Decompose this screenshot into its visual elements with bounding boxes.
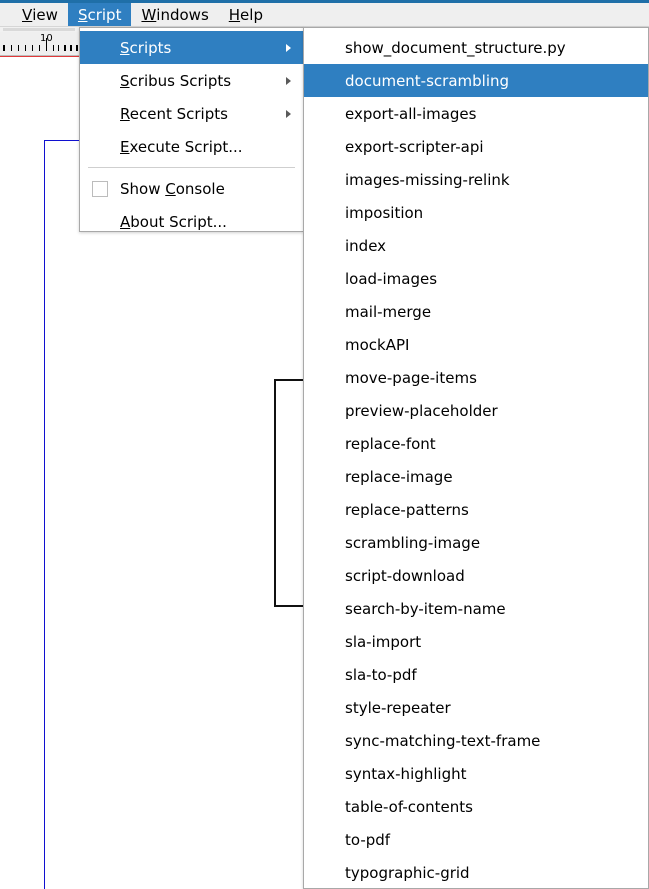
script-item-search-by-item-name[interactable]: search-by-item-name — [304, 592, 648, 625]
script-item-index[interactable]: index — [304, 229, 648, 262]
script-item-label: table-of-contents — [345, 797, 473, 816]
menu-item-about-script[interactable]: About Script... — [80, 205, 303, 238]
ruler-tick — [32, 45, 33, 51]
script-item-style-repeater[interactable]: style-repeater — [304, 691, 648, 724]
script-item-label: images-missing-relink — [345, 170, 510, 189]
menu-separator — [88, 167, 295, 168]
script-item-document-scrambling[interactable]: document-scrambling — [304, 64, 648, 97]
ruler-tick — [3, 45, 5, 51]
script-item-script-download[interactable]: script-download — [304, 559, 648, 592]
script-item-label: replace-image — [345, 467, 453, 486]
script-item-label: typographic-grid — [345, 863, 470, 882]
script-item-load-images[interactable]: load-images — [304, 262, 648, 295]
menubar-item-windows-accel: W — [141, 5, 157, 24]
script-item-label: export-scripter-api — [345, 137, 484, 156]
script-item-label: sync-matching-text-frame — [345, 731, 541, 750]
menu-item-execute-script-label: Execute Script... — [120, 137, 243, 156]
menu-item-about-script-label: About Script... — [120, 212, 227, 231]
menubar-item-view-accel: V — [22, 5, 33, 24]
script-item-sla-to-pdf[interactable]: sla-to-pdf — [304, 658, 648, 691]
script-item-label: scrambling-image — [345, 533, 481, 552]
script-item-label: preview-placeholder — [345, 401, 498, 420]
menu-item-scribus-scripts-label: Scribus Scripts — [120, 71, 232, 90]
script-item-label: sla-to-pdf — [345, 665, 417, 684]
ruler-tick — [11, 45, 12, 51]
ruler-tick — [64, 45, 66, 51]
script-menu-popup: Scripts Scribus Scripts Recent Scripts E… — [79, 27, 304, 232]
script-item-label: mockAPI — [345, 335, 410, 354]
script-item-replace-image[interactable]: replace-image — [304, 460, 648, 493]
script-item-mail-merge[interactable]: mail-merge — [304, 295, 648, 328]
script-item-sla-import[interactable]: sla-import — [304, 625, 648, 658]
ruler-tick — [25, 45, 26, 51]
script-item-scrambling-image[interactable]: scrambling-image — [304, 526, 648, 559]
ruler-tick — [53, 45, 54, 51]
script-item-label: replace-patterns — [345, 500, 469, 519]
script-item-images-missing-relink[interactable]: images-missing-relink — [304, 163, 648, 196]
show-console-checkbox[interactable] — [92, 180, 108, 197]
menubar-item-script-rest: cript — [87, 5, 122, 24]
script-item-table-of-contents[interactable]: table-of-contents — [304, 790, 648, 823]
script-item-label: mail-merge — [345, 302, 432, 321]
script-item-move-page-items[interactable]: move-page-items — [304, 361, 648, 394]
script-item-replace-patterns[interactable]: replace-patterns — [304, 493, 648, 526]
scrollbar-thumb-left[interactable] — [3, 28, 75, 31]
title-accent-bar — [0, 0, 649, 3]
chevron-right-icon — [286, 43, 291, 52]
script-item-syntax-highlight[interactable]: syntax-highlight — [304, 757, 648, 790]
script-item-label: script-download — [345, 566, 465, 585]
script-item-label: move-page-items — [345, 368, 477, 387]
script-item-label: search-by-item-name — [345, 599, 506, 618]
menu-item-recent-scripts-label: Recent Scripts — [120, 104, 228, 123]
script-item-label: replace-font — [345, 434, 436, 453]
menubar-item-help-accel: H — [228, 5, 241, 24]
menu-item-scribus-scripts[interactable]: Scribus Scripts — [80, 64, 303, 97]
menubar-item-script-accel: S — [77, 5, 88, 24]
script-item-show-document-structure-py[interactable]: show_document_structure.py — [304, 31, 648, 64]
menu-item-scripts[interactable]: Scripts — [80, 31, 303, 64]
script-item-replace-font[interactable]: replace-font — [304, 427, 648, 460]
chevron-right-icon — [286, 109, 291, 118]
menu-item-show-console-label: Show Console — [120, 179, 225, 198]
ruler-tick — [58, 45, 59, 51]
script-item-to-pdf[interactable]: to-pdf — [304, 823, 648, 856]
menubar-item-windows-rest: indows — [156, 5, 209, 24]
script-item-export-all-images[interactable]: export-all-images — [304, 97, 648, 130]
menubar-item-view-rest: iew — [32, 5, 58, 24]
script-item-sync-matching-text-frame[interactable]: sync-matching-text-frame — [304, 724, 648, 757]
scripts-submenu-popup: show_document_structure.py document-scram… — [303, 27, 649, 889]
script-item-mockapi[interactable]: mockAPI — [304, 328, 648, 361]
script-item-label: to-pdf — [345, 830, 391, 849]
menu-item-scripts-label: Scripts — [120, 38, 172, 57]
script-item-preview-placeholder[interactable]: preview-placeholder — [304, 394, 648, 427]
script-item-label: sla-import — [345, 632, 422, 651]
ruler-tick — [39, 45, 40, 51]
ruler-tick — [70, 45, 72, 51]
menu-item-recent-scripts[interactable]: Recent Scripts — [80, 97, 303, 130]
ruler-tick-major — [46, 38, 47, 51]
script-item-export-scripter-api[interactable]: export-scripter-api — [304, 130, 648, 163]
script-item-label: imposition — [345, 203, 424, 222]
script-item-label: show_document_structure.py — [345, 38, 566, 57]
script-item-label: style-repeater — [345, 698, 451, 717]
script-item-label: document-scrambling — [345, 71, 510, 90]
menubar-item-help-rest: elp — [240, 5, 263, 24]
menu-item-show-console[interactable]: Show Console — [80, 172, 303, 205]
ruler-tick — [76, 45, 78, 51]
script-item-label: syntax-highlight — [345, 764, 467, 783]
ruler-tick — [18, 45, 19, 51]
menu-item-execute-script[interactable]: Execute Script... — [80, 130, 303, 163]
script-item-label: load-images — [345, 269, 438, 288]
chevron-right-icon — [286, 76, 291, 85]
script-item-label: export-all-images — [345, 104, 477, 123]
script-item-imposition[interactable]: imposition — [304, 196, 648, 229]
script-item-label: index — [345, 236, 387, 255]
script-item-typographic-grid[interactable]: typographic-grid — [304, 856, 648, 888]
